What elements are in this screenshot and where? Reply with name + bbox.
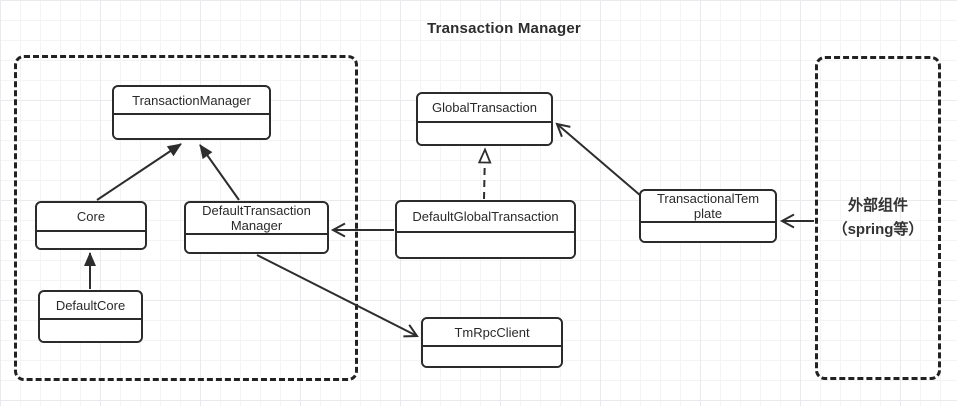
class-title: GlobalTransaction <box>418 94 551 123</box>
external-label-line2: （spring等） <box>832 221 924 238</box>
class-title: DefaultTransaction Manager <box>186 203 327 235</box>
class-title: TransactionManager <box>114 87 269 115</box>
class-transactional-template: TransactionalTem plate <box>639 189 777 243</box>
class-members-section <box>114 115 269 138</box>
class-members-section <box>641 223 775 241</box>
class-title: DefaultCore <box>40 292 141 320</box>
class-name-text: DefaultTransaction <box>202 203 311 218</box>
transaction-manager-group-box <box>14 55 358 381</box>
class-name-text: DefaultGlobalTransaction <box>412 209 559 224</box>
external-components-label: 外部组件 （spring等） <box>818 194 938 242</box>
class-members-section <box>37 232 145 248</box>
arrow-transactionaltemplate-to-globaltransaction <box>555 122 642 197</box>
external-components-box: 外部组件 （spring等） <box>815 56 941 380</box>
class-name-text: DefaultCore <box>55 297 126 313</box>
class-name-text: TransactionManager <box>132 92 251 108</box>
class-name-text: Manager <box>230 218 283 233</box>
class-default-global-transaction: DefaultGlobalTransaction <box>395 200 576 259</box>
external-label-line1: 外部组件 <box>847 197 908 214</box>
class-members-section <box>423 347 561 366</box>
class-members-section <box>397 233 574 257</box>
class-name-text: plate <box>693 206 723 221</box>
class-name-text: TmRpcClient <box>454 324 530 340</box>
class-title: TmRpcClient <box>423 319 561 347</box>
class-default-transaction-manager: DefaultTransaction Manager <box>184 201 329 254</box>
class-title: DefaultGlobalTransaction <box>397 202 574 233</box>
class-global-transaction: GlobalTransaction <box>416 92 553 146</box>
arrow-defaultglobaltransaction-realizes-globaltransaction <box>477 147 492 200</box>
class-name-text: GlobalTransaction <box>431 100 537 115</box>
class-transaction-manager: TransactionManager <box>112 85 271 140</box>
class-default-core: DefaultCore <box>38 290 143 343</box>
class-members-section <box>418 123 551 144</box>
class-title: Core <box>37 203 145 232</box>
class-title: TransactionalTem plate <box>641 191 775 223</box>
class-core: Core <box>35 201 147 250</box>
diagram-title: Transaction Manager <box>427 20 581 37</box>
class-name-text: Core <box>76 209 106 224</box>
class-name-text: TransactionalTem <box>656 191 760 206</box>
class-members-section <box>186 235 327 252</box>
class-members-section <box>40 320 141 341</box>
class-tm-rpc-client: TmRpcClient <box>421 317 563 368</box>
